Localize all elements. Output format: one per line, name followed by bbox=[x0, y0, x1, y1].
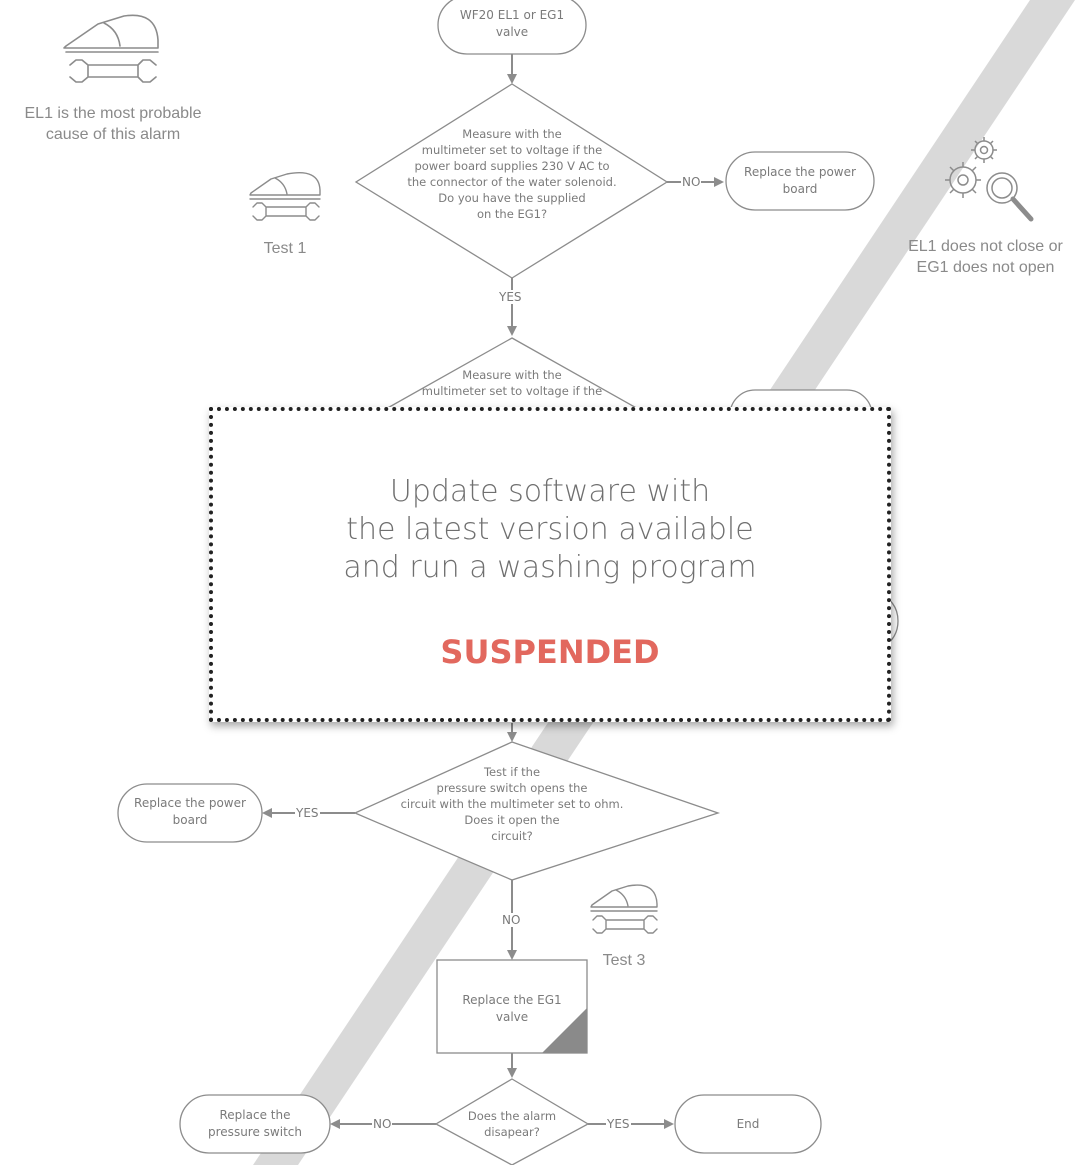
overlay-message-line-1: Update software with bbox=[389, 474, 711, 509]
yes-label-1: YES bbox=[498, 290, 523, 304]
diagnosis-line-2: EG1 does not open bbox=[916, 259, 1055, 276]
no-label-1: NO bbox=[681, 175, 702, 189]
replace-pressure-switch-text: Replace the pressure switch bbox=[182, 1107, 328, 1141]
decision1-line-5: Do you have the supplied bbox=[438, 191, 586, 205]
replace-pressure-switch-line-1: Replace the bbox=[219, 1108, 291, 1122]
probable-cause-line-2: cause of this alarm bbox=[45, 126, 181, 143]
process-corner-fold bbox=[542, 1008, 587, 1053]
test3-caption: Test 3 bbox=[584, 950, 664, 971]
decision-4-text: Does the alarm disapear? bbox=[446, 1108, 578, 1140]
decision3-line-4: Does it open the bbox=[464, 813, 560, 827]
diagnosis-line-1: EL1 does not close or bbox=[908, 238, 1063, 255]
decision-3-diamond bbox=[353, 741, 721, 881]
replace-board-top-line-1: Replace the power bbox=[744, 165, 856, 179]
hardhat-wrench-icon-test3 bbox=[590, 884, 658, 934]
decision1-line-1: Measure with the bbox=[462, 127, 562, 141]
replace-eg1-line-1: Replace the EG1 bbox=[462, 993, 562, 1007]
decision3-line-1: Test if the bbox=[483, 765, 541, 779]
diagnosis-note: EL1 does not close or EG1 does not open bbox=[888, 236, 1083, 278]
replace-board-left-text: Replace the power board bbox=[120, 795, 260, 829]
gears-magnifier-icon bbox=[945, 137, 1034, 222]
overlay-message-line-3: and run a washing program bbox=[343, 550, 757, 585]
yes-label-3: YES bbox=[295, 806, 320, 820]
decision2-line-2: multimeter set to voltage if the bbox=[421, 384, 603, 398]
decision-2-partial-text: Measure with the multimeter set to volta… bbox=[392, 367, 632, 399]
test1-label: Test 1 bbox=[263, 240, 307, 257]
decision1-line-6: on the EG1? bbox=[476, 207, 548, 221]
start-line-2: valve bbox=[495, 25, 529, 39]
decision1-line-2: multimeter set to voltage if the bbox=[421, 143, 603, 157]
probable-cause-line-1: EL1 is the most probable bbox=[24, 105, 202, 122]
decision-1-diamond bbox=[354, 83, 669, 279]
decision1-line-3: power board supplies 230 V AC to bbox=[414, 159, 610, 173]
replace-board-left-line-2: board bbox=[172, 813, 208, 827]
hardhat-wrench-icon bbox=[63, 14, 159, 83]
probable-cause-note: EL1 is the most probable cause of this a… bbox=[0, 103, 226, 145]
decision3-line-5: circuit? bbox=[491, 829, 533, 843]
end-label: End bbox=[736, 1117, 760, 1131]
decision-1-text: Measure with the multimeter set to volta… bbox=[362, 126, 662, 222]
hardhat-wrench-icon-test1 bbox=[249, 172, 321, 221]
replace-board-top-line-2: board bbox=[782, 182, 818, 196]
decision2-line-1: Measure with the bbox=[462, 368, 562, 382]
no-label-3: NO bbox=[501, 913, 522, 927]
start-terminal bbox=[437, 0, 587, 55]
test3-label: Test 3 bbox=[602, 952, 646, 969]
decision3-line-2: pressure switch opens the bbox=[436, 781, 588, 795]
replace-eg1-line-2: valve bbox=[495, 1010, 529, 1024]
replace-board-top-text: Replace the power board bbox=[728, 164, 872, 198]
replace-pressure-switch-terminal bbox=[179, 1094, 331, 1154]
replace-eg1-text: Replace the EG1 valve bbox=[439, 992, 585, 1026]
end-terminal-text: End bbox=[677, 1116, 819, 1133]
overlay-message: Update software with the latest version … bbox=[213, 473, 887, 587]
start-line-1: WF20 EL1 or EG1 bbox=[459, 8, 565, 22]
suspended-notice-overlay: Update software with the latest version … bbox=[209, 407, 891, 722]
no-label-4: NO bbox=[372, 1117, 393, 1131]
yes-label-4: YES bbox=[606, 1117, 631, 1131]
end-terminal bbox=[674, 1094, 822, 1154]
start-terminal-text: WF20 EL1 or EG1 valve bbox=[440, 7, 584, 41]
suspended-status: SUSPENDED bbox=[440, 633, 660, 671]
decision-4-diamond bbox=[434, 1078, 590, 1165]
replace-pressure-switch-line-2: pressure switch bbox=[208, 1125, 302, 1139]
overlay-message-line-2: the latest version available bbox=[346, 512, 754, 547]
decision4-line-1: Does the alarm bbox=[467, 1109, 557, 1123]
decision1-line-4: the connector of the water solenoid. bbox=[407, 175, 617, 189]
decision4-line-2: disapear? bbox=[484, 1125, 540, 1139]
replace-power-board-top-terminal bbox=[725, 151, 875, 211]
decision-3-text: Test if the pressure switch opens the ci… bbox=[372, 764, 652, 844]
replace-board-left-line-1: Replace the power bbox=[134, 796, 246, 810]
replace-power-board-left-terminal bbox=[117, 783, 263, 843]
test1-caption: Test 1 bbox=[245, 238, 325, 259]
decision3-line-3: circuit with the multimeter set to ohm. bbox=[400, 797, 624, 811]
